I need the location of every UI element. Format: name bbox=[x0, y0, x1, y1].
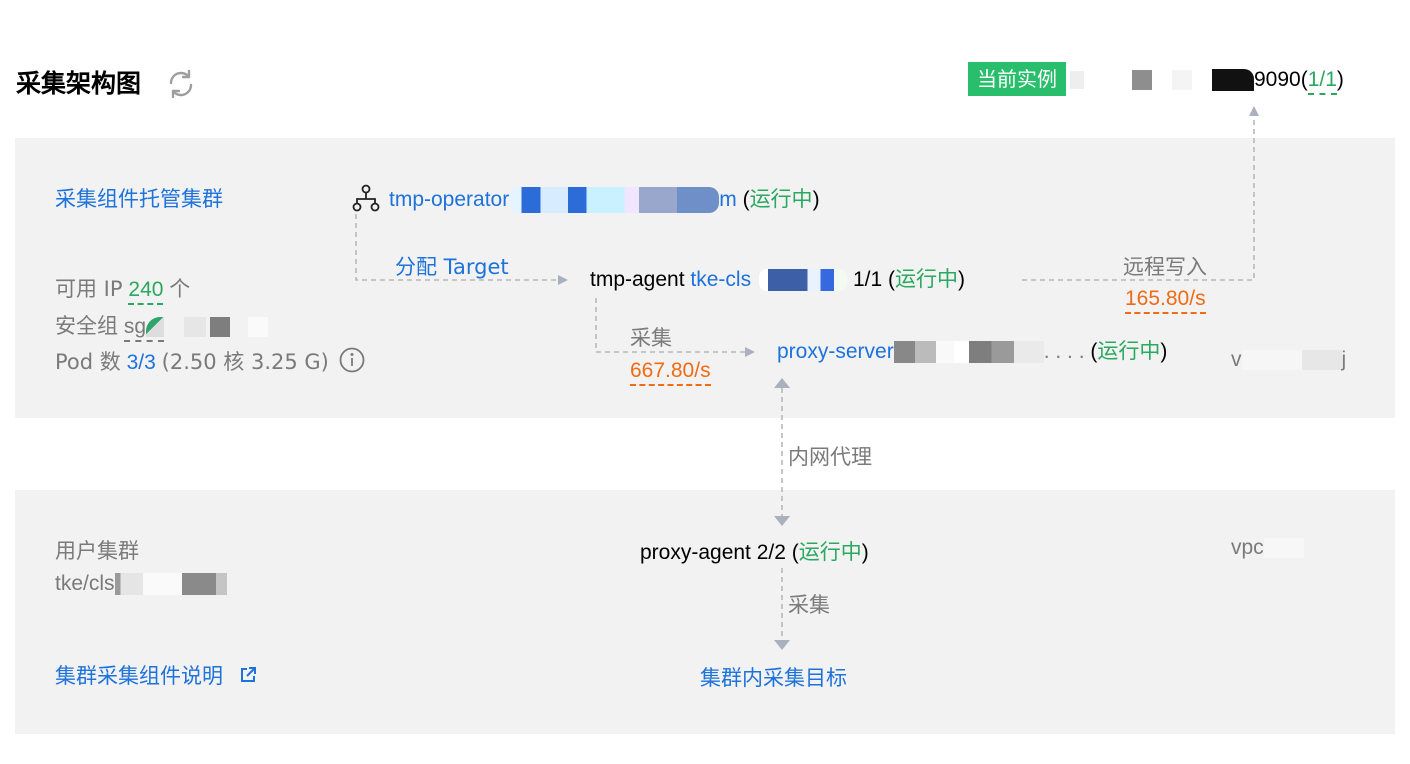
top-vpc-prefix: v bbox=[1231, 348, 1242, 371]
redacted-block bbox=[114, 573, 227, 596]
available-ip-unit: 个 bbox=[169, 277, 191, 301]
paren-open: ( bbox=[1090, 340, 1098, 363]
docs-link-label: 集群采集组件说明 bbox=[55, 664, 223, 688]
pod-row: Pod 数 3/3 (2.50 核 3.25 G) bbox=[55, 346, 365, 379]
proxy-server-status: 运行中 bbox=[1097, 339, 1161, 363]
operator-name[interactable]: tmp-operator m bbox=[389, 187, 737, 214]
proxy-server-suffix: . . . . bbox=[1043, 340, 1085, 363]
paren-close: ) bbox=[861, 541, 869, 564]
agent-cluster-id: tke-cls bbox=[690, 268, 752, 291]
available-ip-value[interactable]: 240 bbox=[128, 278, 164, 305]
agent-row: tmp-agent tke-cls 1/1 (运行中) bbox=[590, 263, 965, 293]
proxy-agent-status: 运行中 bbox=[798, 540, 862, 564]
paren-open: ( bbox=[742, 188, 750, 211]
current-instance-id[interactable]: 9090(1/1) bbox=[1070, 65, 1344, 95]
agent-count: 1/1 bbox=[852, 268, 883, 291]
paren-close: ) bbox=[957, 268, 965, 291]
user-cluster-prefix: tke/cls bbox=[55, 572, 115, 595]
bottom-vpc: vpc bbox=[1231, 536, 1304, 560]
security-group-id[interactable]: sg bbox=[123, 315, 165, 342]
remote-write-rate-value: 165.80/s bbox=[1125, 287, 1206, 314]
managed-cluster-title[interactable]: 采集组件托管集群 bbox=[55, 187, 223, 211]
user-cluster-title: 用户集群 bbox=[55, 539, 139, 563]
user-cluster-section bbox=[15, 490, 1395, 734]
security-group-prefix: sg bbox=[123, 315, 147, 338]
operator-row: tmp-operator m (运行中) bbox=[389, 183, 820, 214]
bottom-collect-label: 采集 bbox=[788, 593, 830, 617]
redacted-block bbox=[509, 187, 720, 214]
agent-prefix: tmp-agent bbox=[590, 268, 685, 291]
paren-open: ( bbox=[791, 541, 799, 564]
redacted-block bbox=[210, 317, 231, 338]
proxy-agent-count: 2/2 bbox=[756, 541, 786, 564]
redacted-block bbox=[893, 341, 1044, 364]
redacted-block bbox=[248, 317, 269, 338]
operator-name-prefix: tmp-operator bbox=[389, 188, 510, 211]
pod-value[interactable]: 3/3 bbox=[126, 351, 156, 374]
paren-close: ) bbox=[1336, 68, 1344, 91]
available-ip-label: 可用 IP bbox=[55, 277, 123, 301]
pod-label: Pod 数 bbox=[55, 350, 121, 374]
remote-write-label: 远程写入 bbox=[1123, 255, 1207, 279]
security-group-label: 安全组 bbox=[55, 314, 118, 338]
paren-close: ) bbox=[812, 188, 820, 211]
redacted-block bbox=[1070, 71, 1084, 90]
top-vpc-suffix: j bbox=[1341, 348, 1347, 371]
collect-rate-value: 667.80/s bbox=[630, 359, 711, 386]
collect-rate[interactable]: 667.80/s bbox=[630, 359, 711, 386]
user-cluster-id: tke/cls bbox=[55, 572, 227, 596]
available-ip-row: 可用 IP 240 个 bbox=[55, 273, 191, 305]
redacted-block bbox=[1212, 69, 1254, 92]
redacted-block bbox=[1132, 70, 1152, 91]
redacted-block bbox=[1263, 538, 1304, 559]
page-title: 采集架构图 bbox=[16, 69, 142, 98]
collect-label: 采集 bbox=[630, 326, 672, 350]
info-icon[interactable] bbox=[339, 347, 365, 379]
redacted-block bbox=[1241, 350, 1342, 371]
proxy-server-row: proxy-server . . . . (运行中) bbox=[777, 335, 1167, 365]
proxy-agent-name: proxy-agent bbox=[640, 541, 751, 564]
operator-name-suffix: m bbox=[719, 188, 737, 211]
paren-close: ) bbox=[1160, 340, 1168, 363]
proxy-server-name[interactable]: proxy-server bbox=[777, 340, 894, 363]
pod-resources: (2.50 核 3.25 G) bbox=[161, 350, 329, 374]
refresh-icon[interactable] bbox=[165, 68, 197, 100]
collect-targets-link[interactable]: 集群内采集目标 bbox=[700, 666, 847, 690]
docs-link[interactable]: 集群采集组件说明 bbox=[55, 660, 258, 690]
agent-cluster[interactable]: tke-cls bbox=[690, 268, 848, 292]
instance-port: 9090 bbox=[1254, 68, 1301, 91]
redacted-block bbox=[759, 269, 848, 292]
topology-icon bbox=[351, 183, 381, 218]
operator-status: 运行中 bbox=[749, 187, 813, 211]
redacted-block bbox=[1172, 70, 1192, 91]
paren-open: ( bbox=[887, 268, 895, 291]
agent-status: 运行中 bbox=[894, 267, 958, 291]
external-link-icon bbox=[238, 665, 258, 690]
intranet-proxy-label: 内网代理 bbox=[788, 445, 872, 469]
bottom-vpc-prefix: vpc bbox=[1231, 536, 1264, 559]
instance-count[interactable]: 1/1 bbox=[1307, 68, 1337, 95]
proxy-agent-row: proxy-agent 2/2 (运行中) bbox=[640, 536, 869, 566]
security-group-row: 安全组 sg bbox=[55, 310, 269, 342]
redacted-block bbox=[184, 317, 207, 338]
assign-target-label: 分配 Target bbox=[395, 255, 509, 279]
paren-open: ( bbox=[1300, 68, 1308, 91]
current-instance-badge: 当前实例 bbox=[968, 62, 1066, 96]
remote-write-rate[interactable]: 165.80/s bbox=[1125, 287, 1206, 314]
redacted-block bbox=[146, 317, 165, 338]
